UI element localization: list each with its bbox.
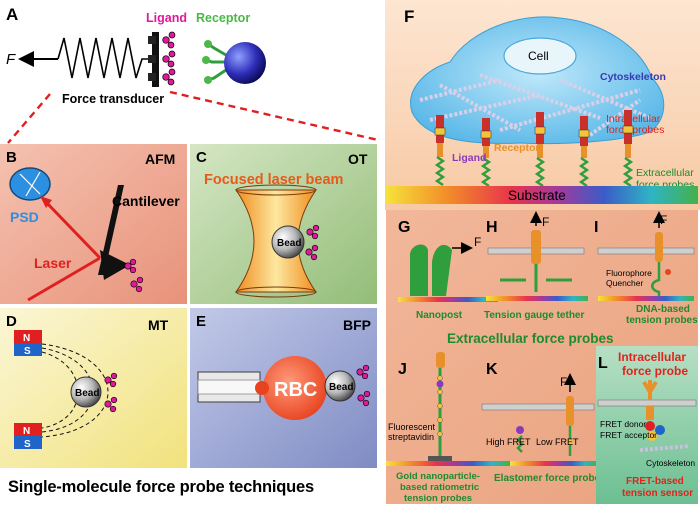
nanopost-1 [410,244,428,296]
ligand-label-f: Ligand [452,152,486,164]
focused-laser-beam-label: Focused laser beam [204,172,343,188]
extracellular-title: Extracellular force probes [447,331,614,346]
force-g: F [474,235,481,249]
bfp-bead-label: Bead [329,382,353,393]
elastomer-label: Elastomer force probe [494,473,601,484]
nanopost-2 [432,244,452,296]
panel-e: E BFP RBC Bead [190,308,377,468]
bfp-bead [324,370,356,402]
laser-path [27,198,102,302]
fret-acceptor-label: FRET acceptor [600,430,657,440]
cantilever-label: Cantilever [112,193,180,209]
panel-b: B AFM PSD Cantilever Laser [0,144,187,304]
panel-a: A F Ligand Receptor Force transducer [6,5,379,144]
ot-title: OT [348,151,368,167]
mt-bead [70,376,102,408]
streptavidin-label-1: Fluorescent [388,422,436,432]
dna-probe-label-1: DNA-based [636,304,690,315]
force-h: F [542,215,549,229]
intracellular-title-1: Intracellular [618,350,686,364]
magnet-top: N S [14,330,42,357]
cytoskeleton-label-l: Cytoskeleton [646,458,695,468]
tension-gauge-tether-label: Tension gauge tether [484,310,584,321]
panel-letter-a: A [6,5,18,24]
force-symbol: F [6,51,16,68]
fret-sensor-label-1: FRET-based [626,476,684,487]
cell-body [410,16,665,145]
svg-text:S: S [24,439,31,450]
gold-label-1: Gold nanoparticle- [396,471,480,482]
psd-label: PSD [10,209,39,225]
svg-text:S: S [24,346,31,357]
nanopost-label: Nanopost [416,310,463,321]
cytoskeleton-filaments [419,73,651,137]
magnet-bottom: N S [14,423,42,450]
force-transducer-label: Force transducer [62,92,164,106]
nucleus [503,37,577,75]
spring [57,37,152,79]
panel-f: F Cell Cytoskeleton Intracellular force … [385,0,700,210]
ligand-anchor [148,36,156,44]
dna-probe-label-2: tension probes [626,315,698,326]
svg-text:N: N [23,426,30,437]
force-probes-row [434,110,634,187]
panel-letter-e: E [196,313,206,330]
intracellular-title-2: force probe [622,364,688,378]
panel-letter-f: F [404,7,414,26]
receptor-label-f: Receptor [494,142,540,154]
substrate-label: Substrate [508,188,566,203]
rbc-label: RBC [274,379,317,401]
cantilever-tip [100,250,130,280]
panel-d: D MT N S N S Bead [0,308,187,468]
panel-letter-h: H [486,219,498,236]
fret-donor-label: FRET donor [600,419,646,429]
panel-letter-j: J [398,361,407,378]
panel-letter-i: I [594,219,598,236]
panel-letter-k: K [486,361,498,378]
panel-letter-b: B [6,149,17,166]
substrate-bar [386,186,698,204]
figure-caption: Single-molecule force probe techniques [8,478,314,496]
force-i: F [660,213,667,227]
cytoskeleton-label: Cytoskeleton [600,71,666,83]
fluorophore-label: Fluorophore [606,268,652,278]
afm-title: AFM [145,151,175,167]
fret-sensor-label-2: tension sensor [622,488,693,499]
svg-text:N: N [23,333,30,344]
mt-title: MT [148,317,169,333]
panel-letter-d: D [6,313,17,330]
cell-label: Cell [528,49,549,63]
mt-bead-label: Bead [75,388,99,399]
gold-label-3: tension probes [404,493,472,504]
streptavidin-label-2: streptavidin [388,432,434,442]
ot-bead-label: Bead [277,238,301,249]
intracellular-probes-label-2: force probes [606,124,664,136]
high-fret-label: High FRET [486,437,531,447]
ligand-label: Ligand [146,11,187,25]
laser-label: Laser [34,255,72,271]
panel-letter-c: C [196,149,207,166]
membrane-k [481,403,595,411]
panel-letter-l: L [598,355,608,372]
ot-bead [271,225,305,259]
extracellular-probes-label-1: Extracellular [636,167,694,179]
quencher-label: Quencher [606,278,643,288]
panel-c: C OT Focused laser beam Bead [190,144,377,304]
ligand-molecules [162,31,176,86]
low-fret-label: Low FRET [536,437,579,447]
membrane-i [597,247,695,255]
intracellular-probes-label-1: Intracellular [606,113,661,125]
receptor-sphere [224,42,266,84]
gold-label-2: based ratiometric [400,482,479,493]
rbc-cell [263,356,327,420]
panel-l: L Intracellular force probe FRET donor F… [596,346,698,504]
force-k: F [560,375,567,389]
bfp-title: BFP [343,317,371,333]
receptor-label: Receptor [196,11,250,25]
panel-letter-g: G [398,219,410,236]
